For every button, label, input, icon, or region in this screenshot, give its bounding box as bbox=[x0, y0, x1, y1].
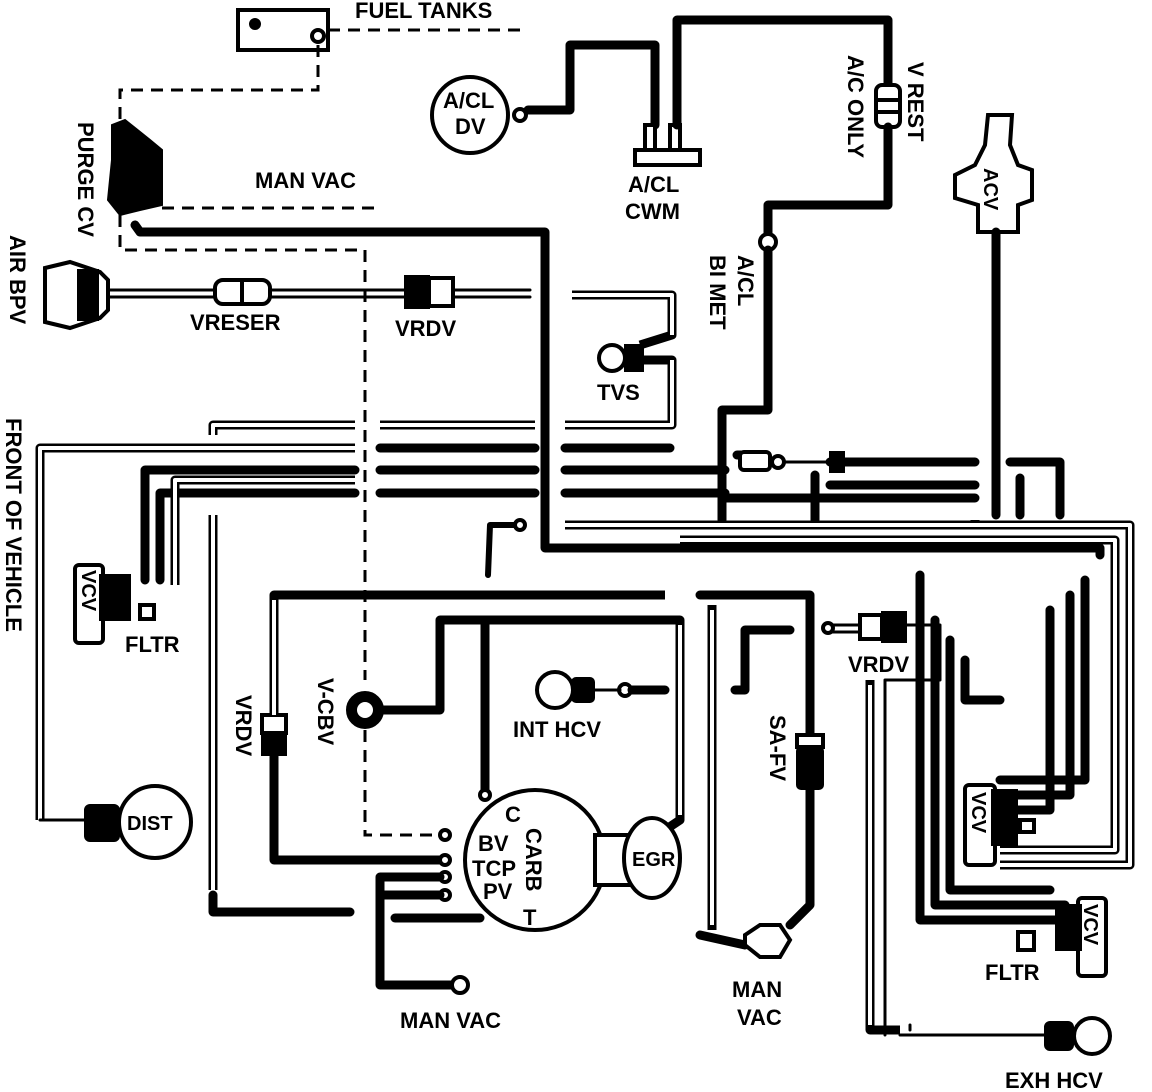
label-vreser: VRESER bbox=[190, 310, 281, 335]
label-sa-fv: SA-FV bbox=[765, 715, 790, 781]
label-carb-tcp: TCP bbox=[472, 856, 516, 881]
vrdv-right-hose-right bbox=[883, 623, 942, 1037]
man-vac-right-port bbox=[743, 923, 793, 959]
safv-hose-bottom bbox=[785, 784, 815, 930]
label-air-bpv: AIR BPV bbox=[5, 235, 30, 325]
right-cluster-hose-1 bbox=[915, 570, 1070, 925]
label-man-vac-right-1: MAN bbox=[732, 977, 782, 1002]
v-cbv-valve bbox=[346, 691, 384, 729]
small-stub bbox=[485, 522, 523, 578]
label-man-vac-top: MAN VAC bbox=[255, 168, 356, 193]
label-acl-bimet-2: BI MET bbox=[705, 255, 730, 330]
label-acl-cwm-1: A/CL bbox=[628, 172, 679, 197]
label-dist: DIST bbox=[127, 813, 173, 835]
label-v-cbv: V-CBV bbox=[313, 678, 338, 746]
vcv-right-upper-valve bbox=[963, 783, 1036, 867]
acl-dv-hose bbox=[523, 40, 660, 130]
label-exh-hcv: EXH HCV bbox=[1005, 1068, 1103, 1092]
label-vrdv-top: VRDV bbox=[395, 316, 456, 341]
bundle-hose-4 bbox=[375, 443, 755, 460]
safv-left-stub bbox=[730, 625, 795, 695]
label-tvs: TVS bbox=[597, 380, 640, 405]
label-purge-cv: PURGE CV bbox=[73, 122, 98, 237]
bundle-hose-9 bbox=[720, 457, 1065, 525]
vcv-left-valve bbox=[73, 563, 156, 645]
label-int-hcv: INT HCV bbox=[513, 717, 601, 742]
tvs-valve bbox=[597, 343, 644, 373]
small-stub-cap bbox=[513, 518, 527, 532]
sa-fv-valve bbox=[795, 733, 825, 790]
label-man-vac-right-2: VAC bbox=[737, 1005, 782, 1030]
right-cluster-hose-4 bbox=[995, 575, 1090, 785]
label-vcv-left: VCV bbox=[77, 570, 99, 612]
label-vrdv-left: VRDV bbox=[231, 695, 256, 756]
vrdv-top-valve bbox=[404, 275, 455, 309]
acl-cwm-valve bbox=[633, 123, 702, 167]
vrdv-right-valve bbox=[858, 611, 907, 643]
carb-ports bbox=[438, 828, 452, 902]
bpv-hose-2 bbox=[268, 288, 407, 299]
fuel-tank-connector bbox=[236, 8, 330, 52]
label-acl-dv-1: A/CL bbox=[443, 88, 494, 113]
vcbv-to-carb-dash bbox=[363, 730, 440, 837]
label-egr: EGR bbox=[632, 849, 676, 871]
exh-hcv-valve bbox=[1044, 1016, 1112, 1056]
label-acv: ACV bbox=[979, 168, 1001, 211]
label-acl-dv-2: DV bbox=[455, 114, 486, 139]
label-ac-only: A/C ONLY bbox=[843, 55, 868, 158]
label-man-vac-bottom: MAN VAC bbox=[400, 1008, 501, 1033]
label-vcv-right-upper: VCV bbox=[967, 792, 989, 834]
vrdv-left-valve bbox=[260, 713, 288, 756]
label-vcv-right-lower: VCV bbox=[1079, 904, 1101, 946]
dist-valve bbox=[84, 784, 193, 860]
label-fuel-tanks: FUEL TANKS bbox=[355, 0, 492, 23]
bundle-hose-6 bbox=[155, 488, 730, 585]
left-bottom-hose bbox=[208, 890, 355, 917]
carb-pv-hose bbox=[375, 872, 460, 990]
safv-hose-top bbox=[695, 590, 815, 740]
label-carb-bv: BV bbox=[478, 831, 509, 856]
label-front-of-vehicle: FRONT OF VEHICLE bbox=[1, 418, 26, 632]
right-cluster-hose-3 bbox=[945, 635, 1055, 895]
vcv-right-lower-valve bbox=[1016, 896, 1108, 978]
label-fltr-left: FLTR bbox=[125, 632, 180, 657]
right-cluster-hose-2 bbox=[930, 615, 1070, 910]
label-carb-pv: PV bbox=[483, 879, 513, 904]
purge-main-hose bbox=[130, 220, 1105, 560]
label-carb-carb: CARB bbox=[521, 828, 546, 892]
egr-valve bbox=[622, 816, 682, 900]
purge-dash-line bbox=[118, 45, 320, 125]
man-vac-bottom-port bbox=[450, 975, 470, 995]
air-bpv-valve bbox=[43, 259, 110, 331]
bpv-hose-3 bbox=[451, 288, 532, 299]
vrdv-left-hose-bottom bbox=[269, 750, 445, 865]
bundle-hose-5 bbox=[140, 465, 730, 585]
bpv-hose-1 bbox=[106, 288, 217, 299]
label-acl-bimet-1: A/CL bbox=[733, 255, 758, 306]
label-acl-cwm-2: CWM bbox=[625, 199, 680, 224]
right-cluster-hose-5 bbox=[995, 590, 1075, 800]
vreser-valve bbox=[213, 278, 272, 306]
vrest-to-bimet-hose bbox=[763, 122, 893, 240]
cwm-to-vrest-hose bbox=[672, 15, 893, 130]
label-vrdv-right: VRDV bbox=[848, 652, 909, 677]
bimet-down-hose bbox=[717, 245, 773, 525]
vcbv-to-egr-hose bbox=[378, 615, 685, 835]
exh-hcv-hose bbox=[898, 1023, 1047, 1037]
label-fltr-right: FLTR bbox=[985, 960, 1040, 985]
acl-dv-valve bbox=[430, 75, 528, 155]
v-rest-valve bbox=[874, 83, 902, 129]
man-vac-link bbox=[695, 930, 750, 950]
label-carb-t: T bbox=[523, 905, 537, 930]
label-v-rest: V REST bbox=[903, 62, 928, 142]
tvs-hose-top bbox=[572, 290, 677, 350]
purge-cv-valve bbox=[106, 118, 163, 217]
acv-valve bbox=[953, 113, 1034, 234]
vrdv-right-hose-left bbox=[828, 623, 862, 634]
label-carb-c: C bbox=[505, 802, 521, 827]
right-cluster-hose-7 bbox=[960, 655, 1005, 705]
